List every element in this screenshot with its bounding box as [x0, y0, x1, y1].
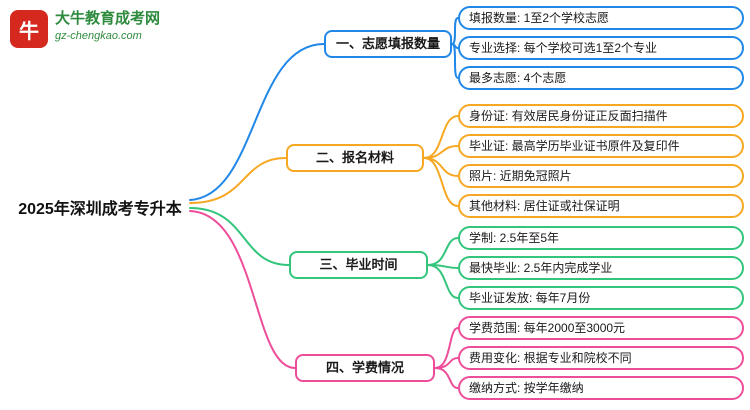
site-name: 大牛教育成考网: [55, 10, 161, 27]
edge-root-branch2: [189, 157, 287, 204]
leaf-node: 毕业证: 最高学历毕业证书原件及复印件: [458, 134, 744, 158]
bull-logo-icon: 牛: [10, 10, 48, 48]
edge-branch1-leaf1: [451, 17, 459, 45]
leaf-node: 学制: 2.5年至5年: [458, 226, 744, 250]
edge-branch4-leaf3: [434, 367, 459, 389]
edge-branch2-leaf4: [423, 157, 459, 207]
edge-root-branch3: [189, 207, 290, 266]
root-node: 2025年深圳成考专升本: [18, 201, 182, 218]
edge-branch2-leaf3: [423, 157, 459, 177]
edge-root-branch1: [189, 43, 325, 201]
leaf-node: 最快毕业: 2.5年内完成学业: [458, 256, 744, 280]
leaf-node: 毕业证发放: 每年7月份: [458, 286, 744, 310]
leaf-node: 最多志愿: 4个志愿: [458, 66, 744, 90]
edge-branch3-leaf1: [427, 237, 459, 266]
branch-node-4: 四、学费情况: [295, 354, 435, 382]
branch-node-2: 二、报名材料: [286, 144, 424, 172]
leaf-node: 照片: 近期免冠照片: [458, 164, 744, 188]
edge-root-branch4: [189, 210, 296, 369]
leaf-node: 学费范围: 每年2000至3000元: [458, 316, 744, 340]
branch-node-1: 一、志愿填报数量: [324, 30, 452, 58]
edge-branch1-leaf3: [451, 43, 459, 79]
site-logo: 牛 大牛教育成考网 gz-chengkao.com: [10, 10, 160, 48]
leaf-node: 专业选择: 每个学校可选1至2个专业: [458, 36, 744, 60]
edge-branch4-leaf1: [434, 327, 459, 369]
leaf-node: 费用变化: 根据专业和院校不同: [458, 346, 744, 370]
edge-branch3-leaf3: [427, 264, 459, 299]
leaf-node: 其他材料: 居住证或社保证明: [458, 194, 744, 218]
leaf-node: 填报数量: 1至2个学校志愿: [458, 6, 744, 30]
site-logo-text: 大牛教育成考网 gz-chengkao.com: [55, 10, 160, 43]
leaf-node: 身份证: 有效居民身份证正反面扫描件: [458, 104, 744, 128]
leaf-node: 缴纳方式: 按学年缴纳: [458, 376, 744, 400]
site-domain: gz-chengkao.com: [55, 29, 142, 42]
branch-node-3: 三、毕业时间: [289, 251, 428, 279]
